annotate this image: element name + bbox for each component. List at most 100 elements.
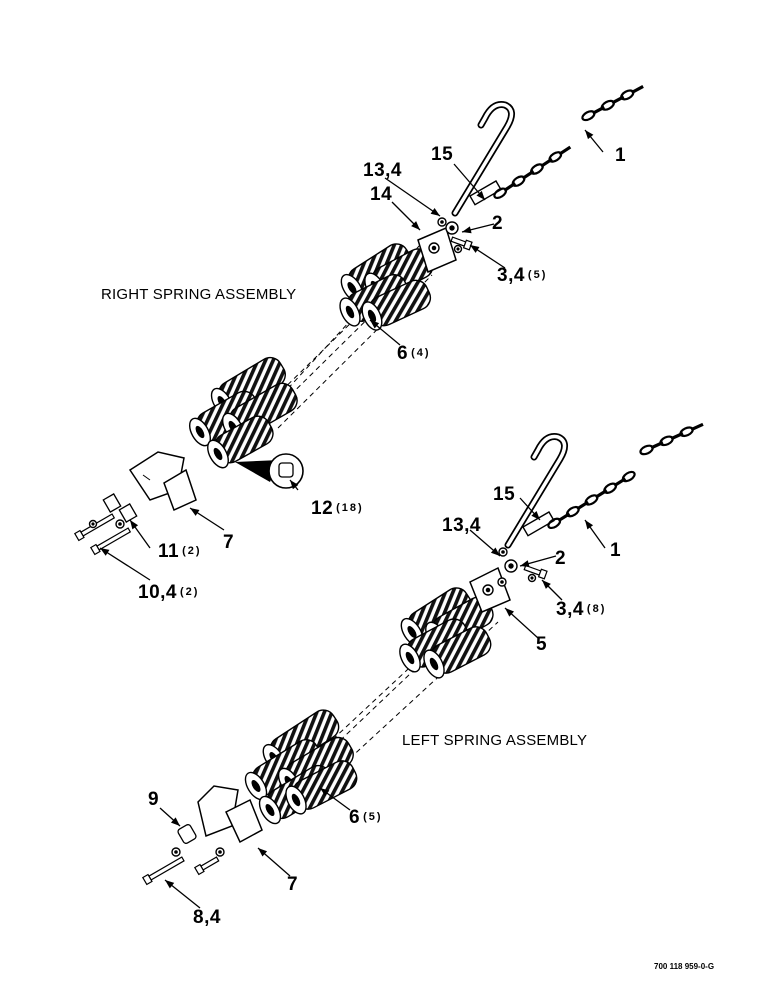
bolt-head xyxy=(141,873,153,886)
nut-hole xyxy=(174,850,178,854)
spring-end-hole xyxy=(347,282,357,294)
spring-end-hole xyxy=(265,803,275,817)
nut-hole xyxy=(449,225,455,231)
leader-arrowhead xyxy=(476,190,485,200)
detail-pointer xyxy=(235,460,280,482)
callout-left-13-4: 13,4 xyxy=(442,516,481,535)
figure-number: 700 118 959-0-G xyxy=(654,962,715,971)
leader-arrowhead xyxy=(585,130,594,140)
callout-left-5: 5 xyxy=(536,635,547,654)
callout-number: 15 xyxy=(431,144,454,165)
spring-axis-line xyxy=(309,621,499,796)
callout-number: 9 xyxy=(148,789,160,810)
hook-clevis xyxy=(522,511,555,537)
callout-quantity: (8) xyxy=(586,603,607,615)
callout-number: 5 xyxy=(536,634,548,655)
callout-quantity: (4) xyxy=(411,347,431,359)
spring-end-hole xyxy=(251,779,261,793)
spacer-9 xyxy=(177,824,197,844)
chain-link xyxy=(557,512,571,523)
leader-arrowhead xyxy=(411,221,420,230)
callout-quantity: (18) xyxy=(336,502,364,514)
bolt-head xyxy=(193,863,205,876)
leader-arrowhead xyxy=(370,320,380,329)
callout-quantity: (5) xyxy=(527,269,548,281)
chain-link xyxy=(503,182,517,192)
chain-link xyxy=(576,500,589,511)
chain-link xyxy=(558,145,572,156)
callout-left-15: 15 xyxy=(493,485,515,504)
leader-arrowhead xyxy=(462,226,472,234)
spring-end-hole xyxy=(429,657,439,671)
bushing-12 xyxy=(278,462,294,478)
spring-end-hole xyxy=(213,447,223,461)
callout-number: 7 xyxy=(287,874,299,895)
callout-right-13-4: 13,4 xyxy=(363,161,402,180)
callout-right-2: 2 xyxy=(492,214,503,233)
nut-hole xyxy=(91,522,95,526)
callout-left-2: 2 xyxy=(555,549,566,568)
nut-hole xyxy=(218,850,222,854)
bolt-shank xyxy=(200,856,220,871)
leader-arrowhead xyxy=(430,208,440,216)
leader-arrowhead xyxy=(542,580,551,589)
spacer-11 xyxy=(118,503,138,523)
nut-hole xyxy=(118,522,122,526)
chain-1 xyxy=(639,422,704,456)
callout-number: 12 xyxy=(311,498,334,519)
leader-13-4 xyxy=(384,177,441,217)
callout-number: 11 xyxy=(158,541,180,562)
callout-quantity: (2) xyxy=(179,586,200,598)
left-spring-assembly-drawing xyxy=(141,422,704,909)
callout-left-7: 7 xyxy=(287,875,298,894)
nut-hole xyxy=(500,580,504,584)
callout-number: 1 xyxy=(610,540,622,561)
chain-link xyxy=(659,435,674,447)
callout-number: 10,4 xyxy=(138,582,177,603)
spring-coil xyxy=(285,760,358,815)
bracket-hole xyxy=(142,474,151,481)
chain-link xyxy=(621,470,636,483)
chain-link xyxy=(679,426,694,438)
callout-left-6: 6(5) xyxy=(349,808,383,827)
spring-end-hole xyxy=(407,626,417,638)
callout-left-9: 9 xyxy=(148,790,159,809)
leader-arrowhead xyxy=(290,480,299,490)
leader-arrowhead xyxy=(585,520,594,530)
leader-arrowhead xyxy=(165,880,175,889)
callout-quantity: (2) xyxy=(182,545,202,557)
chain-link xyxy=(594,489,608,499)
callout-number: 2 xyxy=(555,548,567,569)
callout-right-14: 14 xyxy=(370,185,392,204)
callout-right-6: 6(4) xyxy=(397,344,431,363)
hook-clevis xyxy=(469,180,502,206)
chain-1 xyxy=(493,145,572,200)
left-assembly-title: LEFT SPRING ASSEMBLY xyxy=(402,732,588,749)
bolt-shank xyxy=(523,564,542,576)
bolt-3 xyxy=(523,564,548,580)
bracket-7 xyxy=(163,468,197,512)
bolt-10 xyxy=(89,527,132,556)
spring-end-hole xyxy=(291,793,301,807)
leader-arrowhead xyxy=(190,508,200,516)
bolt-shank xyxy=(96,527,132,551)
chain-1 xyxy=(581,85,644,122)
bolt-shank xyxy=(450,236,467,247)
leader-arrowhead xyxy=(320,788,330,797)
callout-number: 3,4 xyxy=(497,265,525,286)
nut-hole xyxy=(530,576,534,580)
chain-link xyxy=(521,169,535,180)
callout-number: 1 xyxy=(615,145,627,166)
spacer-11 xyxy=(102,493,122,513)
callout-left-3-4: 3,4(8) xyxy=(556,600,606,619)
spring-end-hole xyxy=(367,309,377,323)
leader-arrowhead xyxy=(170,817,180,826)
callout-number: 8,4 xyxy=(193,907,221,928)
spring-end-hole xyxy=(345,305,355,319)
callout-right-15: 15 xyxy=(431,145,453,164)
bolt-8 xyxy=(141,856,185,886)
leader-arrowhead xyxy=(531,510,540,520)
nut-hole xyxy=(508,563,514,569)
leader-arrowhead xyxy=(505,608,515,617)
